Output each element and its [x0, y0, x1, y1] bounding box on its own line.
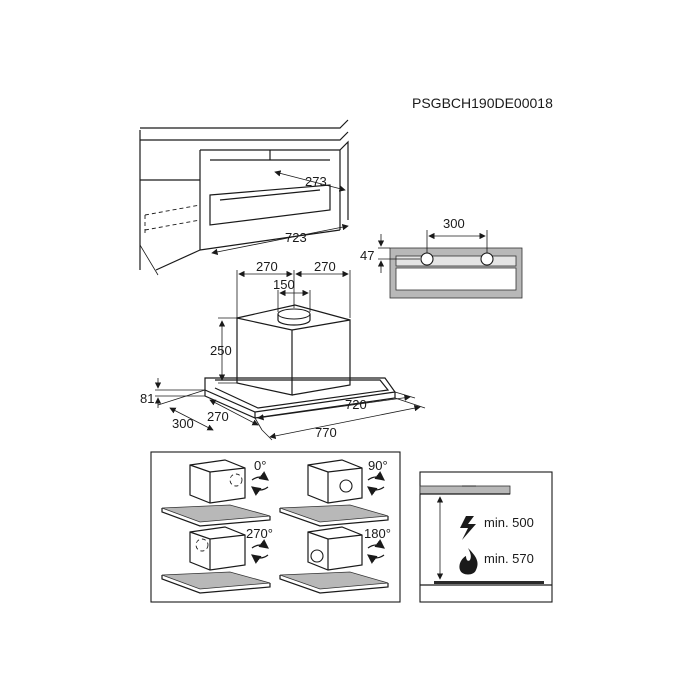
cabinet-width-dimension: 723 [211, 223, 349, 256]
rotation-option-180: 180° [279, 526, 391, 594]
cabinet-drawing [139, 119, 349, 276]
rotation-angle-label: 180° [364, 526, 391, 541]
clearance-row-gas: min. 570 [459, 548, 534, 575]
hood-motor-height-label: 250 [210, 343, 232, 358]
doc-code: PSGBCH190DE00018 [412, 95, 553, 111]
rotation-option-90: 90° [279, 458, 389, 527]
clearance-row-electric: min. 500 [460, 515, 534, 540]
hood-left-offset-label: 270 [256, 259, 278, 274]
hood-outlet-label: 150 [273, 277, 295, 292]
hood-width-top-label: 720 [345, 397, 367, 412]
clearance-electric-label: min. 500 [484, 515, 534, 530]
hood-panel-height-label: 81 [140, 391, 154, 406]
duct-offset-label: 47 [360, 248, 374, 263]
rotation-option-270: 270° [161, 526, 273, 594]
clearance-gas-label: min. 570 [484, 551, 534, 566]
clearance-drawing [419, 485, 552, 586]
rotation-angle-label: 270° [246, 526, 273, 541]
electric-cooktop-icon [460, 516, 476, 540]
hood-drawing: 270 270 150 250 81 300 270 720 770 [140, 259, 426, 441]
rotation-option-0: 0° [161, 458, 271, 527]
duct-spacing-panel: 300 47 [360, 216, 523, 299]
hood-front-depth-label: 300 [172, 416, 194, 431]
hood-right-offset-label: 270 [314, 259, 336, 274]
gas-flame-icon [459, 548, 478, 575]
hood-side-depth-label: 270 [207, 409, 229, 424]
cabinet-width-label: 723 [285, 230, 307, 245]
duct-spacing-label: 300 [443, 216, 465, 231]
cabinet-depth-label: 273 [305, 174, 327, 189]
cabinet-depth-dimension: 273 [274, 170, 346, 192]
hood-width-bottom-label: 770 [315, 425, 337, 440]
rotation-angle-label: 90° [368, 458, 388, 473]
rotation-angle-label: 0° [254, 458, 266, 473]
